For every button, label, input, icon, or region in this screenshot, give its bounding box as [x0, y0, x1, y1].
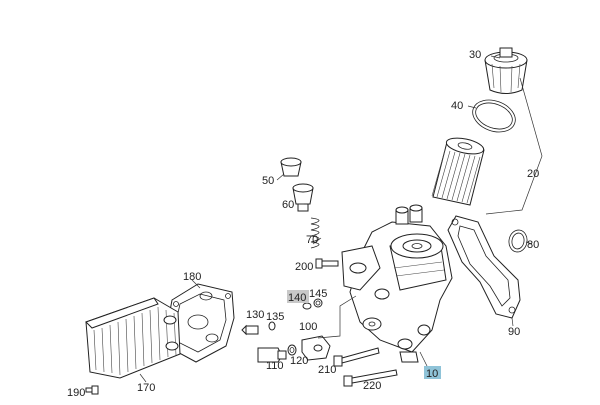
- filter-housing-part: [341, 204, 453, 363]
- callout-200[interactable]: 200: [295, 261, 313, 273]
- callout-90[interactable]: 90: [508, 326, 520, 338]
- leader-line: [419, 351, 429, 369]
- sender-130-part: [241, 324, 259, 336]
- o-ring-part: [472, 99, 516, 133]
- callout-100[interactable]: 100: [299, 321, 317, 333]
- leader-line: [490, 55, 501, 59]
- sensor-100-part: [301, 335, 331, 361]
- callout-50[interactable]: 50: [262, 175, 274, 187]
- valve-cap-part: [280, 157, 302, 177]
- callout-120[interactable]: 120: [290, 355, 308, 367]
- washer-120-part: [287, 344, 297, 356]
- bracket-line: [317, 295, 357, 339]
- filter-element-part: [431, 137, 485, 206]
- bolt-200-part: [315, 258, 339, 269]
- callout-180[interactable]: 180: [183, 271, 201, 283]
- oil-cooler-part: [85, 297, 181, 379]
- callout-190[interactable]: 190: [67, 387, 85, 399]
- leader-line: [276, 173, 285, 181]
- leader-line: [191, 279, 201, 289]
- leader-line: [511, 317, 514, 327]
- callout-110[interactable]: 110: [266, 360, 284, 372]
- callout-170[interactable]: 170: [137, 382, 155, 394]
- valve-piston-part: [292, 183, 314, 212]
- callout-60[interactable]: 60: [282, 199, 294, 211]
- spring-part: [310, 217, 320, 249]
- leader-line: [525, 241, 533, 245]
- plug-110-part: [257, 347, 287, 363]
- part-10-highlight: [424, 366, 441, 379]
- small-seal-part: [508, 229, 528, 253]
- callout-20[interactable]: 20: [527, 168, 539, 180]
- callout-130[interactable]: 130: [246, 309, 264, 321]
- bolt-210-part: [333, 347, 380, 367]
- leader-line: [139, 373, 147, 383]
- callout-80[interactable]: 80: [527, 239, 539, 251]
- bolt-220-part: [343, 369, 398, 387]
- callout-30[interactable]: 30: [469, 49, 481, 61]
- leader-line: [467, 105, 477, 109]
- washer-135-part: [268, 321, 276, 331]
- callout-135[interactable]: 135: [266, 311, 284, 323]
- callout-10[interactable]: 10: [426, 368, 438, 380]
- seal-145-part: [313, 298, 323, 308]
- callout-70[interactable]: 70: [306, 234, 318, 246]
- bracket-line: [485, 77, 543, 215]
- part-140-highlight: [287, 290, 309, 303]
- callout-40[interactable]: 40: [451, 100, 463, 112]
- callout-210[interactable]: 210: [318, 364, 336, 376]
- filter-cap-part: [484, 47, 528, 94]
- callout-140[interactable]: 140: [288, 292, 306, 304]
- bolt-190-part: [85, 385, 99, 395]
- callout-145[interactable]: 145: [309, 288, 327, 300]
- housing-gasket-part: [447, 215, 521, 319]
- leader-line: [312, 237, 322, 245]
- callout-220[interactable]: 220: [363, 380, 381, 392]
